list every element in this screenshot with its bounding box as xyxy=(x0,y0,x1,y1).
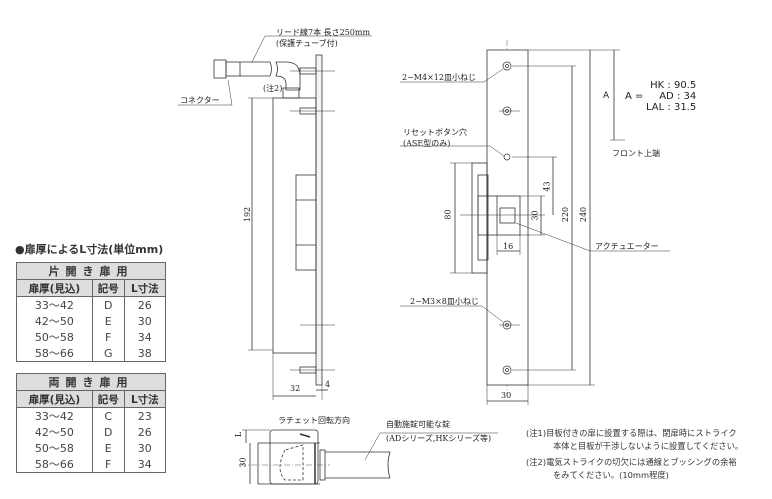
cell: G xyxy=(91,345,125,362)
cell: E xyxy=(91,313,125,329)
tube-label: (保護チューブ付) xyxy=(276,39,338,48)
cell: 50〜58 xyxy=(16,329,93,345)
lead-wire-label: リード線7本 長さ250mm xyxy=(276,28,371,37)
bottom-view xyxy=(240,429,498,485)
screw-bottom-label: 2−M3×8皿小ねじ xyxy=(410,297,479,306)
dim-240: 240 xyxy=(579,206,589,223)
cell: 34 xyxy=(123,456,167,473)
cell: 23 xyxy=(123,407,167,424)
a-values: HK : 90.5 AD : 34 LAL : 31.5 xyxy=(646,80,696,113)
note2-ref: (注2) xyxy=(263,84,283,93)
dim-192: 192 xyxy=(243,206,253,223)
a-key: LAL xyxy=(646,102,665,113)
dim-30-vertical: 30 xyxy=(530,210,540,221)
front-top-label: フロント上端 xyxy=(612,149,660,158)
dim-A: A xyxy=(603,91,610,101)
reset-hole-note: (ASE型のみ) xyxy=(403,139,451,148)
dim-4: 4 xyxy=(325,380,331,389)
lock-series-label: (ADシリーズ,HKシリーズ等) xyxy=(386,434,492,443)
screw-top-label: 2−M4×12皿小ねじ xyxy=(402,73,476,82)
note-text: 目板付きの扉に設置する際は、閉扉時にストライク xyxy=(546,428,737,438)
table-caption: 両開き扉用 xyxy=(16,373,166,391)
column-header: 扉厚(見込) xyxy=(16,390,93,408)
cell: 26 xyxy=(123,296,167,313)
cell: 58〜66 xyxy=(16,456,93,473)
cell: 42〜50 xyxy=(16,313,93,329)
dim-30-bottom: 30 xyxy=(238,457,248,468)
cell: 33〜42 xyxy=(16,296,93,313)
cell: 50〜58 xyxy=(16,440,93,456)
front-view xyxy=(400,40,670,405)
actuator-label: アクチュエーター xyxy=(595,242,659,251)
a-value: : 34 xyxy=(676,91,697,102)
cell: E xyxy=(91,440,125,456)
cell: C xyxy=(91,407,125,424)
cell: 42〜50 xyxy=(16,424,93,440)
side-view xyxy=(178,35,372,400)
column-header: 記号 xyxy=(91,279,125,297)
cell: 30 xyxy=(123,440,167,456)
cell: 34 xyxy=(123,329,167,345)
note-tag: (注2) xyxy=(526,457,547,467)
lock-label: 自動施錠可能な錠 xyxy=(386,420,450,429)
cell: 38 xyxy=(123,345,167,362)
cell: 26 xyxy=(123,424,167,440)
table-title: ●扉厚によるL寸法(単位mm) xyxy=(15,243,164,256)
dim-43: 43 xyxy=(542,181,552,192)
dim-16: 16 xyxy=(503,242,514,251)
a-eq: A = xyxy=(625,91,644,102)
column-header: 記号 xyxy=(91,390,125,408)
note-2: (注2)電気ストライクの切欠には通線とブッシングの余裕 をみてください。(10m… xyxy=(526,456,737,482)
cell: 30 xyxy=(123,313,167,329)
column-header: 扉厚(見込) xyxy=(16,279,93,297)
connector-label: コネクター xyxy=(180,96,220,105)
a-key: AD xyxy=(659,91,674,102)
a-key: HK xyxy=(650,80,665,91)
dim-80: 80 xyxy=(443,209,453,220)
a-value: : 31.5 xyxy=(667,102,697,113)
cell: 58〜66 xyxy=(16,345,93,362)
ratchet-label: ラチェット回転方向 xyxy=(278,416,350,425)
dim-220: 220 xyxy=(561,206,571,223)
note-1: (注1)目板付きの扉に設置する際は、閉扉時にストライク 本体と目板が干渉しないよ… xyxy=(526,427,743,453)
note-text: をみてください。(10mm程度) xyxy=(553,470,669,480)
cell: 33〜42 xyxy=(16,407,93,424)
cell: F xyxy=(91,329,125,345)
dim-L: L xyxy=(234,431,244,438)
cell: D xyxy=(91,424,125,440)
note-text: 電気ストライクの切欠には通線とブッシングの余裕 xyxy=(546,457,737,467)
column-header: L寸法 xyxy=(123,279,167,297)
note-tag: (注1) xyxy=(526,428,547,438)
column-header: L寸法 xyxy=(123,390,167,408)
reset-hole-label: リセットボタン穴 xyxy=(403,128,467,137)
table-caption: 片開き扉用 xyxy=(16,262,166,280)
cell: F xyxy=(91,456,125,473)
dim-32: 32 xyxy=(290,384,301,393)
a-value: : 90.5 xyxy=(667,80,697,91)
cell: D xyxy=(91,296,125,313)
dim-30-width: 30 xyxy=(501,391,512,400)
note-text: 本体と目板が干渉しないように設置してください。 xyxy=(553,441,744,451)
